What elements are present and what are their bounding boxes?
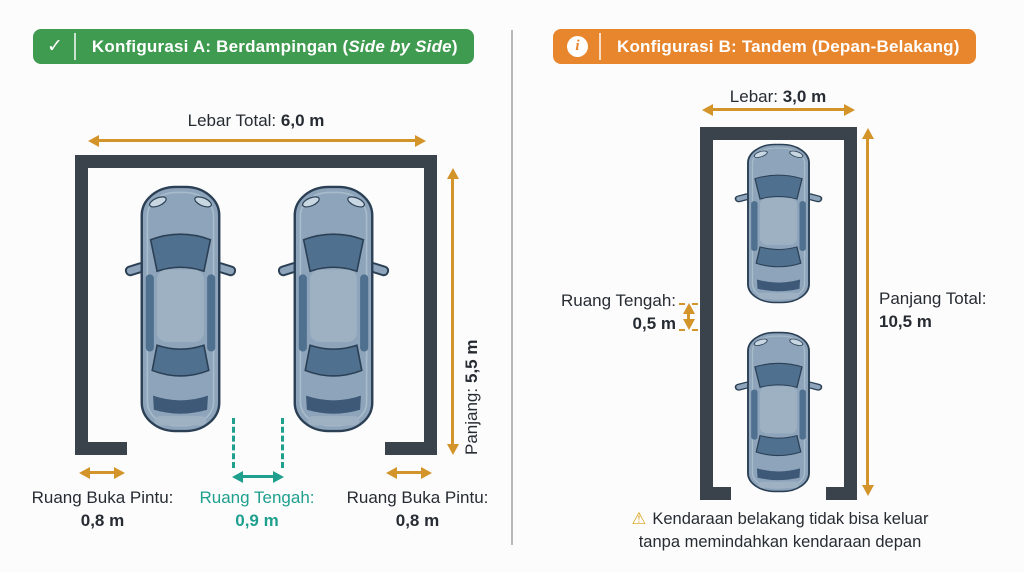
- panel-divider: [511, 30, 513, 545]
- garage-a-wall-right: [424, 155, 437, 455]
- car-b-front-top-view: [734, 143, 823, 304]
- door-clearance-left-label: Ruang Buka Pintu:0,8 m: [31, 488, 174, 530]
- car-a-left-top-view: [124, 185, 237, 433]
- info-icon: i: [567, 36, 588, 57]
- header-b-divider: [599, 33, 601, 60]
- width-arrow-a: [98, 139, 416, 142]
- length-arrow-a: [451, 178, 454, 445]
- length-label-a: Panjang: 5,5 m: [462, 339, 481, 455]
- config-a-header: ✓ Konfigurasi A: Berdampingan (Side by S…: [33, 29, 474, 64]
- center-gap-dash-right: [281, 418, 284, 468]
- config-b-header: i Konfigurasi B: Tandem (Depan-Belakang): [553, 29, 976, 64]
- total-length-arrow-b: [866, 138, 869, 486]
- width-label-b: Lebar: 3,0 m: [729, 87, 827, 106]
- check-icon: ✓: [47, 36, 63, 57]
- center-gap-arrow-a: [242, 475, 274, 478]
- garage-a-wall-left: [75, 155, 88, 455]
- config-a-title: Konfigurasi A: Berdampingan (Side by Sid…: [91, 36, 458, 56]
- garage-a-stub-left: [75, 442, 127, 455]
- garage-a-stub-right: [385, 442, 437, 455]
- garage-b-wall-right: [844, 127, 857, 500]
- total-length-label-b: Panjang Total:10,5 m: [879, 289, 987, 331]
- door-clearance-right-label: Ruang Buka Pintu:0,8 m: [346, 488, 489, 530]
- garage-a-wall-top: [75, 155, 437, 168]
- center-gap-label-a: Ruang Tengah:0,9 m: [199, 488, 315, 530]
- car-b-rear-top-view: [734, 331, 823, 493]
- tandem-warning: ⚠Kendaraan belakang tidak bisa keluar ta…: [631, 510, 929, 551]
- gap-tick-bottom-b: [679, 329, 698, 331]
- config-b-title: Konfigurasi B: Tandem (Depan-Belakang): [617, 36, 960, 56]
- total-width-label-a: Lebar Total: 6,0 m: [187, 111, 325, 130]
- warning-icon: ⚠: [631, 510, 647, 528]
- door-arrow-left-a: [89, 471, 115, 474]
- garage-b-stub-right: [826, 487, 857, 500]
- center-gap-arrow-b: [687, 313, 690, 320]
- car-a-right-top-view: [277, 185, 390, 433]
- garage-b-wall-left: [700, 127, 713, 500]
- garage-b-wall-top: [700, 127, 857, 140]
- center-gap-label-b: Ruang Tengah:0,5 m: [560, 291, 676, 333]
- width-arrow-b: [712, 108, 845, 111]
- garage-b-stub-left: [700, 487, 731, 500]
- center-gap-dash-left: [232, 418, 235, 468]
- header-a-divider: [73, 33, 76, 60]
- door-arrow-right-a: [396, 471, 422, 474]
